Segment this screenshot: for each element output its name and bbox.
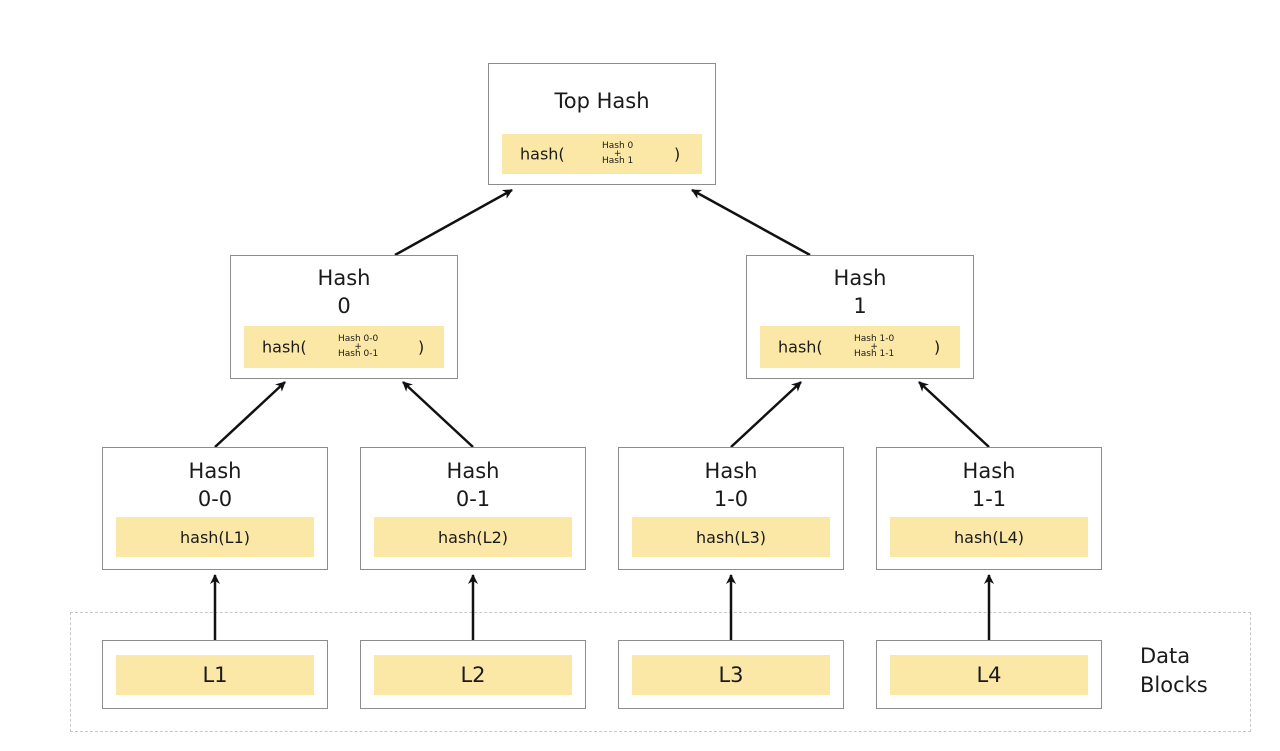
hash-0-1-node: Hash 0-1 hash(L2) <box>360 447 586 570</box>
data-block-value: L2 <box>374 655 572 695</box>
arrow-hash-0-1-to-hash-0 <box>402 381 474 448</box>
hash-0-formula: hash( Hash 0-0 + Hash 0-1 ) <box>244 326 444 368</box>
data-block-l3: L3 <box>618 640 844 709</box>
top-hash-formula: hash( Hash 0 + Hash 1 ) <box>502 134 702 174</box>
hash-inputs: Hash 0 + Hash 1 <box>602 141 634 166</box>
top-hash-node: Top Hash hash( Hash 0 + Hash 1 ) <box>488 63 716 185</box>
hash-1-formula: hash( Hash 1-0 + Hash 1-1 ) <box>760 326 960 368</box>
arrow-hash-1-to-top-hash <box>691 188 811 257</box>
hash-1-0-node: Hash 1-0 hash(L3) <box>618 447 844 570</box>
hash-0-1-value: hash(L2) <box>374 517 572 557</box>
hash-1-1-value: hash(L4) <box>890 517 1088 557</box>
hash-function-label: hash( <box>520 144 565 164</box>
hash-0-0-node: Hash 0-0 hash(L1) <box>102 447 328 570</box>
arrow-hash-0-0-to-hash-0 <box>214 381 286 448</box>
arrow-hash-0-to-top-hash <box>394 188 513 257</box>
hash-1-0-title: Hash 1-0 <box>704 459 758 511</box>
top-hash-title: Top Hash <box>554 89 650 113</box>
data-blocks-label: Data Blocks <box>1140 644 1208 697</box>
hash-0-1-title: Hash 0-1 <box>446 459 500 511</box>
arrow-hash-1-0-to-hash-1 <box>730 381 802 448</box>
data-block-value: L4 <box>890 655 1088 695</box>
hash-1-title: Hash 1 <box>833 266 887 318</box>
hash-function-label: hash( <box>778 337 823 357</box>
hash-0-title: Hash 0 <box>317 266 371 318</box>
hash-close-paren: ) <box>934 337 941 357</box>
hash-inputs: Hash 0-0 + Hash 0-1 <box>338 334 379 359</box>
hash-0-0-title: Hash 0-0 <box>188 459 242 511</box>
hash-1-0-value: hash(L3) <box>632 517 830 557</box>
data-block-value: L1 <box>116 655 314 695</box>
hash-close-paren: ) <box>418 337 425 357</box>
hash-function-label: hash( <box>262 337 307 357</box>
data-block-l4: L4 <box>876 640 1102 709</box>
arrow-hash-1-1-to-hash-1 <box>918 381 990 448</box>
hash-1-1-title: Hash 1-1 <box>962 459 1016 511</box>
hash-0-0-value: hash(L1) <box>116 517 314 557</box>
data-block-value: L3 <box>632 655 830 695</box>
hash-inputs: Hash 1-0 + Hash 1-1 <box>854 334 895 359</box>
hash-1-node: Hash 1 hash( Hash 1-0 + Hash 1-1 ) <box>746 255 974 379</box>
data-block-l2: L2 <box>360 640 586 709</box>
data-block-l1: L1 <box>102 640 328 709</box>
hash-close-paren: ) <box>674 144 681 164</box>
hash-1-1-node: Hash 1-1 hash(L4) <box>876 447 1102 570</box>
hash-0-node: Hash 0 hash( Hash 0-0 + Hash 0-1 ) <box>230 255 458 379</box>
data-blocks-frame <box>70 612 1251 732</box>
